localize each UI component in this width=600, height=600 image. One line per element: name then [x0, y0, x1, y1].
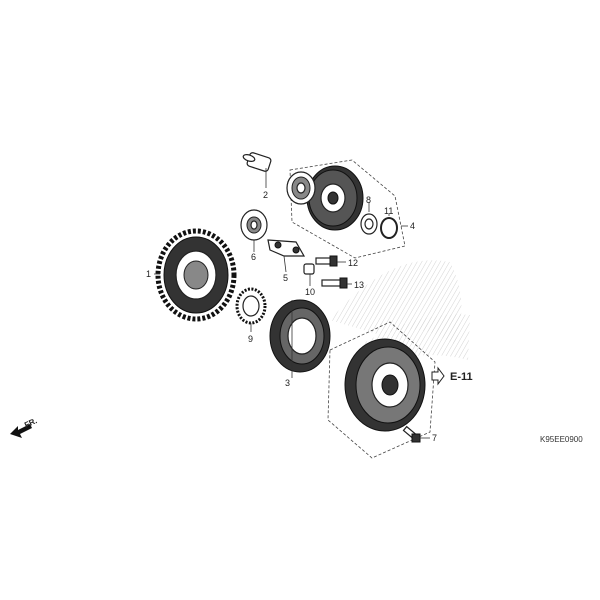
- callout-4: 4: [410, 221, 415, 231]
- sprocket-part-1: [155, 228, 237, 322]
- callout-2: 2: [263, 190, 268, 200]
- callout-8: 8: [366, 195, 371, 205]
- gear-assembly-part-4: [286, 165, 364, 231]
- diagram-code: K95EE0900: [540, 435, 583, 444]
- dowel-part-10: [303, 263, 315, 275]
- svg-text:E-11: E-11: [450, 371, 473, 383]
- clutch-outline: [327, 321, 436, 459]
- front-direction-arrow: FR.: [10, 416, 39, 438]
- bolt-part-12: [315, 255, 338, 267]
- callout-11: 11: [384, 206, 393, 216]
- callout-5: 5: [283, 273, 288, 283]
- gear-assembly-outline: [289, 159, 406, 259]
- callout-1: 1: [146, 269, 151, 279]
- callout-labels: 1 2 3 4 5 6 7 8 9 10 11 12 13: [146, 190, 437, 443]
- callout-6: 6: [251, 252, 256, 262]
- circlip-part-11: [380, 217, 398, 239]
- pinion-gear-part-6: [240, 209, 268, 241]
- svg-text:FR.: FR.: [23, 416, 38, 430]
- callout-13: 13: [354, 280, 364, 290]
- callout-12: 12: [348, 258, 358, 268]
- callout-9: 9: [248, 334, 253, 344]
- callout-10: 10: [305, 287, 315, 297]
- bolt-part-7: [402, 425, 421, 443]
- bolt-part-13: [321, 277, 348, 289]
- washer-part-8: [360, 213, 378, 235]
- callout-7: 7: [432, 433, 437, 443]
- clutch-housing: [344, 338, 426, 432]
- callout-3: 3: [285, 378, 290, 388]
- needle-bearing-part-9: [235, 287, 267, 325]
- reference-e11: E-11: [431, 366, 473, 386]
- leader-lines: [154, 168, 430, 439]
- one-way-clutch-part-3: [269, 299, 331, 373]
- shaft-part-2: [242, 152, 272, 172]
- bracket-part-5: [267, 239, 306, 257]
